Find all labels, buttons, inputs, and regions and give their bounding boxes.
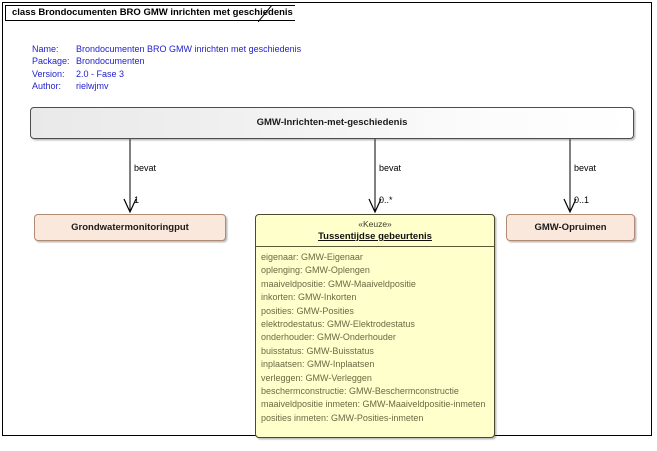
class-name-grondwatermonitoringput: Grondwatermonitoringput [71, 222, 189, 233]
class-box-grondwatermonitoringput[interactable]: Grondwatermonitoringput [34, 214, 226, 241]
metadata-name-value: Brondocumenten BRO GMW inrichten met ges… [76, 44, 302, 54]
metadata-author-key: Author: [32, 81, 62, 92]
class-attribute: onderhouder: GMW-Onderhouder [261, 332, 396, 343]
class-attribute: maaiveldpositie: GMW-Maaiveldpositie [261, 278, 416, 289]
class-stereotype-keuze: «Keuze» [358, 219, 392, 229]
connector-multiplicity-left: 1 [134, 195, 140, 205]
class-attribute: inplaatsen: GMW-Inplaatsen [261, 359, 375, 370]
diagram-tab[interactable]: class Brondocumenten BRO GMW inrichten m… [5, 5, 295, 21]
class-attribute: posities: GMW-Posities [261, 305, 354, 316]
class-attribute: eigenaar: GMW-Eigenaar [261, 252, 363, 262]
diagram-canvas: class Brondocumenten BRO GMW inrichten m… [2, 2, 652, 438]
class-header-tussentijdse-gebeurtenis: «Keuze» Tussentijdse gebeurtenis [256, 215, 494, 247]
metadata-package-value: Brondocumenten [76, 56, 145, 67]
class-name-tussentijdse-gebeurtenis: Tussentijdse gebeurtenis [318, 231, 432, 242]
metadata-author-value: rielwjmv [76, 81, 109, 92]
class-box-gmw-inrichten-met-geschiedenis[interactable]: GMW-Inrichten-met-geschiedenis [30, 107, 634, 139]
diagram-tab-label: class Brondocumenten BRO GMW inrichten m… [12, 7, 293, 18]
metadata-version-key: Version: [32, 68, 65, 79]
class-attribute: oplenging: GMW-Oplengen [261, 265, 370, 276]
connector-multiplicity-middle: 0..* [379, 195, 393, 205]
metadata-version-value: 2.0 - Fase 3 [76, 68, 125, 79]
class-name-gmw-opruimen: GMW-Opruimen [534, 222, 607, 233]
metadata-row-version: Version: 2.0 - Fase 3 [32, 68, 301, 80]
class-attribute-list: eigenaar: GMW-Eigenaar oplenging: GMW-Op… [256, 247, 494, 425]
class-attribute: buisstatus: GMW-Buisstatus [261, 345, 374, 356]
class-name-root: GMW-Inrichten-met-geschiedenis [256, 117, 408, 128]
metadata-row-author: Author: rielwjmv [32, 80, 301, 92]
connector-label-bevat-middle: bevat [379, 163, 402, 173]
class-attribute: verleggen: GMW-Verleggen [261, 372, 372, 383]
connector-label-bevat-right: bevat [574, 163, 597, 173]
connector-multiplicity-right: 0..1 [574, 195, 590, 205]
class-attribute: maaiveldpositie inmeten: GMW-Maaiveldpos… [261, 399, 486, 410]
diagram-metadata: Name: Brondocumenten BRO GMW inrichten m… [32, 43, 301, 93]
diagram-tab-slant-edge [258, 5, 273, 22]
metadata-name-key: Name: [32, 44, 59, 54]
metadata-row-name: Name: Brondocumenten BRO GMW inrichten m… [32, 43, 301, 55]
metadata-row-package: Package: Brondocumenten [32, 55, 301, 67]
class-attribute: posities inmeten: GMW-Posities-inmeten [261, 412, 424, 423]
class-box-tussentijdse-gebeurtenis[interactable]: «Keuze» Tussentijdse gebeurtenis eigenaa… [255, 214, 495, 438]
class-box-gmw-opruimen[interactable]: GMW-Opruimen [506, 214, 635, 241]
tab-background-mask [6, 3, 272, 6]
connector-label-bevat-left: bevat [134, 163, 157, 173]
metadata-package-key: Package: [32, 56, 70, 67]
class-attribute: inkorten: GMW-Inkorten [261, 292, 357, 303]
class-attribute: beschermconstructie: GMW-Beschermconstru… [261, 386, 459, 397]
class-attribute: elektrodestatus: GMW-Elektrodestatus [261, 319, 415, 330]
